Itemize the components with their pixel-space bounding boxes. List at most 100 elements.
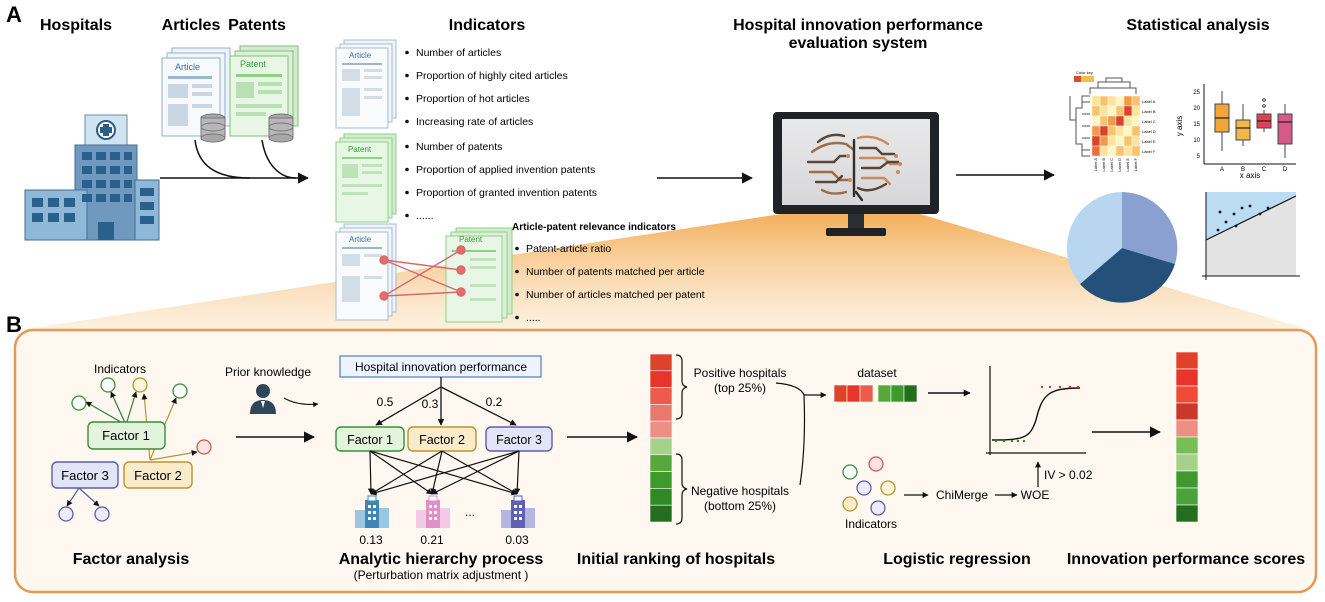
article-indicator-item-bullet bbox=[405, 119, 409, 124]
dataset-label: dataset bbox=[857, 366, 897, 380]
indicator-article-docs: Article bbox=[335, 39, 397, 129]
score-cell bbox=[1175, 368, 1199, 387]
ahp-link bbox=[430, 450, 443, 495]
scatter-point bbox=[1232, 212, 1236, 216]
scatter-chart bbox=[1202, 192, 1300, 280]
patents-title: Patents bbox=[228, 17, 286, 34]
ranking-cell bbox=[649, 387, 673, 405]
logistic-plot bbox=[986, 366, 1086, 455]
heatmap-cell bbox=[1099, 145, 1109, 157]
heatmap-cell bbox=[1115, 145, 1125, 157]
boxplot-ylabel: y axis bbox=[1175, 116, 1184, 136]
articles-database-icon bbox=[200, 113, 226, 143]
boxplot-xtick: C bbox=[1262, 167, 1267, 173]
ahp-link bbox=[431, 450, 520, 495]
heatmap-cell bbox=[1115, 135, 1125, 147]
ranking-cell bbox=[649, 454, 673, 472]
iv-label: IV > 0.02 bbox=[1044, 468, 1093, 482]
ahp-link bbox=[370, 450, 443, 495]
brain-circuit-icon bbox=[806, 133, 900, 202]
patent-indicator-item-bullet bbox=[405, 213, 409, 218]
fa-factor3-label: Factor 3 bbox=[61, 468, 109, 483]
ahp-root-label: Hospital innovation performance bbox=[355, 360, 527, 374]
lr-title: Logistic regression bbox=[883, 551, 1031, 568]
patents-database-icon bbox=[268, 113, 294, 143]
ahp-factor1-node: Factor 1 bbox=[335, 426, 405, 452]
boxplot-boxes bbox=[1214, 91, 1293, 158]
ahp-level1-arrows bbox=[375, 377, 517, 426]
heatmap-cell bbox=[1099, 115, 1109, 127]
score-cell bbox=[1175, 470, 1199, 489]
hospitals-title: Hospitals bbox=[40, 17, 112, 34]
ahp-factor3-label: Factor 3 bbox=[496, 433, 542, 447]
score-cell bbox=[1175, 504, 1199, 523]
ahp-link bbox=[441, 450, 518, 495]
logistic-point-negative bbox=[1016, 439, 1020, 443]
fa-factor2-label: Factor 2 bbox=[134, 468, 182, 483]
ranking-cell bbox=[649, 404, 673, 422]
ranking-cell bbox=[649, 437, 673, 456]
patent-indicator-item-bullet bbox=[405, 167, 409, 172]
ahp-level2-arrows bbox=[367, 450, 521, 496]
logistic-point-positive bbox=[1048, 385, 1052, 389]
ahp-link bbox=[367, 450, 374, 495]
merge-brace-arrows bbox=[775, 382, 826, 486]
fa-indicator-nodes bbox=[58, 377, 212, 522]
dataset-positive-cell bbox=[846, 384, 861, 403]
ahp-link bbox=[370, 450, 520, 496]
scatter-point bbox=[1216, 228, 1220, 232]
boxplot-ytick: 25 bbox=[1193, 90, 1200, 96]
relevance-article-doc-label: Article bbox=[349, 235, 372, 244]
fa-factor3-node: Factor 3 bbox=[51, 461, 119, 489]
heatmap-cell bbox=[1131, 125, 1141, 137]
article-indicator-item: Proportion of highly cited articles bbox=[416, 70, 568, 82]
positive-brace bbox=[675, 354, 688, 420]
ahp-weight: 0.3 bbox=[422, 397, 439, 411]
heatmap-row-label: Label A bbox=[1142, 99, 1156, 104]
boxplot-ytick: 5 bbox=[1197, 154, 1201, 160]
scatter-point bbox=[1218, 210, 1222, 214]
woe-label: WOE bbox=[1021, 488, 1050, 502]
patent-indicator-item: Proportion of applied invention patents bbox=[416, 164, 595, 176]
heatmap-cell bbox=[1091, 95, 1101, 107]
ahp-ellipsis: ... bbox=[465, 505, 475, 519]
hospital-icon bbox=[355, 495, 389, 528]
boxplot-outlier bbox=[1262, 104, 1266, 108]
heatmap-cell bbox=[1123, 135, 1133, 147]
logistic-point-negative bbox=[994, 439, 998, 443]
heatmap-cell bbox=[1115, 125, 1125, 137]
scores-title: Innovation performance scores bbox=[1067, 551, 1305, 568]
heatmap-col-label: Label E bbox=[1125, 158, 1130, 172]
relevance-indicator-item: Patent-article ratio bbox=[526, 243, 611, 255]
article-patent-links bbox=[379, 245, 466, 301]
score-cell bbox=[1175, 487, 1199, 506]
heatmap-row-label: Label D bbox=[1142, 129, 1156, 134]
article-indicator-item: Increasing rate of articles bbox=[416, 116, 533, 128]
ranking-cell bbox=[649, 353, 673, 372]
logistic-point-positive bbox=[1058, 385, 1062, 389]
heatmap-cell bbox=[1107, 115, 1117, 127]
indicator-patent-doc-label: Patent bbox=[348, 145, 372, 154]
heatmap-col-label: Label C bbox=[1109, 158, 1114, 172]
relevance-patent-doc-label: Patent bbox=[459, 235, 483, 244]
hospital-building-icon bbox=[24, 114, 160, 241]
indicator-article-doc-label: Article bbox=[349, 51, 372, 60]
ranking-cell bbox=[649, 488, 673, 506]
heatmap-col-label: Label D bbox=[1117, 158, 1122, 172]
patent-indicator-item-bullet bbox=[405, 144, 409, 149]
relevance-indicator-item: Number of patents matched per article bbox=[526, 266, 705, 278]
prior-knowledge-arrow bbox=[283, 397, 319, 408]
ahp-factor2-label: Factor 2 bbox=[419, 433, 465, 447]
heatmap-col-label: Label F bbox=[1133, 157, 1138, 171]
heatmap-cell bbox=[1131, 115, 1141, 127]
ahp-score: 0.21 bbox=[420, 533, 444, 547]
system-title-line2: evaluation system bbox=[789, 35, 928, 52]
boxplot-box bbox=[1235, 104, 1251, 146]
heatmap-cell bbox=[1131, 105, 1141, 117]
heatmap-cell bbox=[1123, 105, 1133, 117]
